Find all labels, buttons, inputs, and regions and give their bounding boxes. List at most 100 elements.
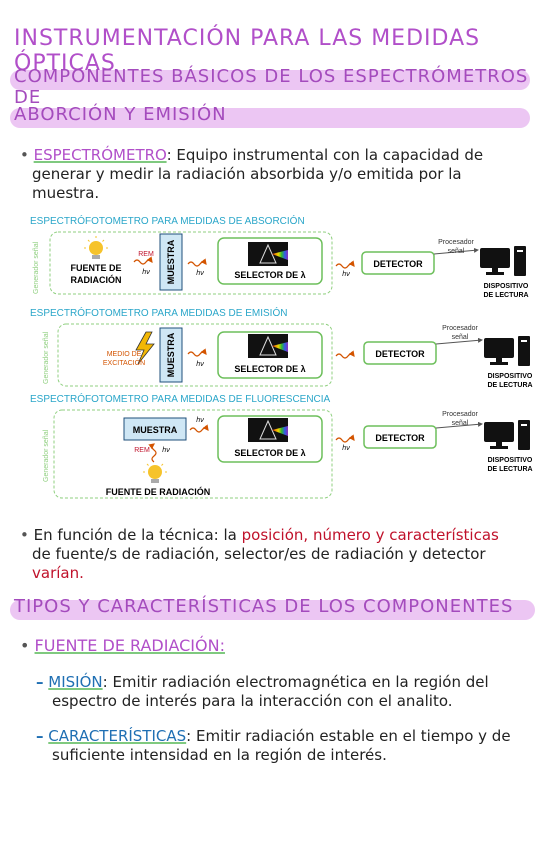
muestra-label: MUESTRA (133, 425, 178, 435)
funcion-highlight-1: posición, número y características (241, 526, 499, 544)
diagram-title: ESPECTRÓFOTOMETRO PARA MEDIDAS DE ABSORC… (30, 214, 305, 227)
generator-frame (49, 231, 333, 295)
side-label: Generador señal (43, 429, 50, 482)
definition-text-1: Equipo instrumental con la capacidad de (171, 146, 484, 164)
detector-label: DETECTOR (373, 259, 423, 269)
muestra-box (123, 417, 187, 441)
lightning-icon (135, 331, 155, 365)
dash-marker: – (36, 673, 44, 691)
source-label-1: FUENTE DE (70, 263, 121, 273)
mision-text-2: espectro de interés para la interacción … (52, 692, 453, 710)
detector-box (361, 251, 435, 275)
term-mision: MISIÓN (48, 673, 103, 691)
section-heading-tipos: TIPOS Y CARACTERÍSTICAS DE LOS COMPONENT… (14, 596, 514, 617)
muestra-label: MUESTRA (166, 332, 176, 377)
caracteristicas-text-1: : Emitir radiación estable en el tiempo … (186, 727, 511, 745)
dispositivo-label-1: DISPOSITIVO (488, 373, 533, 380)
hv-label: hν (196, 361, 204, 368)
computer-icon (480, 246, 526, 276)
radiation-arrow (335, 434, 355, 443)
senal-label: señal (448, 248, 465, 255)
diagram-title: ESPECTRÓFOTOMETRO PARA MEDIDAS DE EMISIÓ… (30, 306, 287, 319)
definition-paragraph: • ESPECTRÓMETRO: Equipo instrumental con… (20, 146, 540, 203)
page-title: INSTRUMENTACIÓN PARA LAS MEDIDAS ÓPTICAS (14, 26, 481, 76)
term-espectrometro: ESPECTRÓMETRO (33, 146, 167, 164)
radiation-arrow (189, 424, 209, 433)
radiation-arrow (187, 258, 207, 267)
radiation-arrow (133, 256, 153, 265)
senal-label: señal (452, 334, 469, 341)
dispositivo-label-1: DISPOSITIVO (484, 283, 529, 290)
hv-label: hν (162, 447, 170, 454)
rem-label: REM (134, 447, 150, 454)
muestra-box (159, 233, 183, 291)
hv-label: hν (196, 270, 204, 277)
definition-text-2: generar y medir la radiación absorbida y… (32, 165, 462, 183)
selector-label: SELECTOR DE λ (234, 364, 305, 374)
selector-label: SELECTOR DE λ (234, 448, 305, 458)
detector-label: DETECTOR (375, 433, 425, 443)
caracteristicas-paragraph: – CARACTERÍSTICAS: Emitir radiación esta… (36, 727, 551, 765)
dispositivo-label-2: DE LECTURA (487, 466, 532, 473)
source-label-2: EXCITACIÓN (103, 358, 145, 367)
funcion-highlight-2: varían. (32, 564, 84, 582)
procesador-label: Procesador (442, 411, 478, 418)
radiation-arrow (148, 443, 157, 463)
detector-label: DETECTOR (375, 349, 425, 359)
signal-arrow (435, 337, 483, 345)
mision-text-1: : Emitir radiación electromagnética en l… (102, 673, 489, 691)
side-label: Generador señal (43, 331, 50, 384)
funcion-text-1: En función de la técnica: la (33, 526, 242, 544)
bullet: • (20, 146, 29, 164)
hv-label: hν (196, 417, 204, 424)
generator-frame (57, 323, 333, 387)
radiation-arrow (335, 260, 355, 269)
heading-highlight (10, 70, 530, 90)
signal-arrow (433, 247, 479, 255)
section-heading-componentes-line2: ABORCIÓN Y EMISIÓN (14, 104, 227, 125)
source-label-2: RADIACIÓN (71, 274, 122, 285)
radiation-arrow (187, 348, 207, 357)
term-caracteristicas: CARACTERÍSTICAS (48, 727, 187, 745)
rem-label: REM (138, 251, 154, 258)
generator-frame (53, 409, 333, 499)
heading-highlight (10, 108, 530, 128)
funcion-paragraph: • En función de la técnica: la posición,… (20, 526, 550, 583)
definition-text-3: muestra. (32, 184, 100, 202)
source-label-1: MEDIO DE (107, 351, 142, 358)
side-label: Generador señal (33, 241, 40, 294)
bullet: • (20, 636, 30, 655)
dash-marker: – (36, 727, 44, 745)
hv-label: hν (142, 269, 150, 276)
funcion-text-2: de fuente/s de radiación, selector/es de… (32, 545, 486, 563)
detector-box (363, 425, 437, 449)
dispositivo-label-2: DE LECTURA (483, 292, 528, 299)
mision-paragraph: – MISIÓN: Emitir radiación electromagnét… (36, 673, 551, 711)
diagram-fluorescencia: ESPECTRÓFOTOMETRO PARA MEDIDAS DE FLUORE… (30, 392, 533, 499)
senal-label: señal (452, 420, 469, 427)
detector-box (363, 341, 437, 365)
hv-label: hν (342, 445, 350, 452)
spectrometer-diagrams: ESPECTRÓFOTOMETRO PARA MEDIDAS DE ABSORC… (30, 214, 533, 499)
computer-icon (484, 420, 530, 450)
fuente-heading: • FUENTE DE RADIACIÓN: (20, 636, 225, 655)
section-heading-componentes: COMPONENTES BÁSICOS DE LOS ESPECTRÓMETRO… (14, 66, 529, 108)
term-colon: : (166, 146, 172, 164)
computer-icon (484, 336, 530, 366)
hv-label: hν (342, 271, 350, 278)
dispositivo-label-2: DE LECTURA (487, 382, 532, 389)
diagram-absorcion: ESPECTRÓFOTOMETRO PARA MEDIDAS DE ABSORC… (30, 214, 529, 299)
procesador-label: Procesador (438, 239, 474, 246)
muestra-label: MUESTRA (166, 239, 176, 284)
selector-label: SELECTOR DE λ (234, 270, 305, 280)
caracteristicas-text-2: suficiente intensidad en la región de in… (52, 746, 387, 764)
heading-highlight (10, 600, 535, 620)
signal-arrow (435, 421, 483, 429)
diagram-emision: ESPECTRÓFOTOMETRO PARA MEDIDAS DE EMISIÓ… (30, 306, 533, 389)
radiation-arrow (335, 350, 355, 359)
procesador-label: Procesador (442, 325, 478, 332)
lightbulb-icon (143, 463, 167, 483)
dispositivo-label-1: DISPOSITIVO (488, 457, 533, 464)
source-label: FUENTE DE RADIACIÓN (106, 486, 211, 497)
bullet: • (20, 526, 29, 544)
